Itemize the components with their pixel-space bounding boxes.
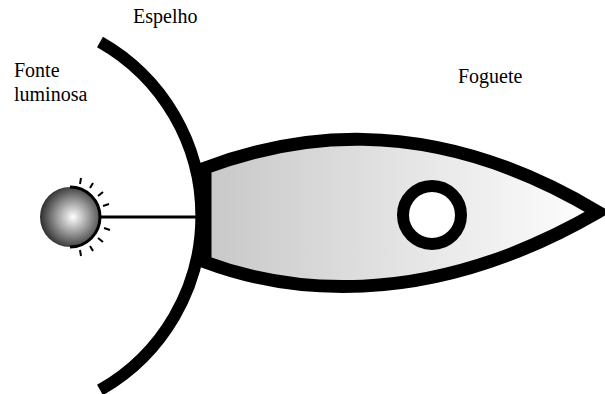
- light-source: [40, 187, 100, 247]
- light-rays: [80, 178, 110, 256]
- mirror-label: Espelho: [133, 4, 253, 28]
- curved-mirror: [100, 42, 201, 390]
- light-source-label: Fonte luminosa: [14, 58, 114, 106]
- rocket-body: [205, 139, 598, 286]
- rocket-label: Foguete: [458, 64, 588, 88]
- light-source-rim: [70, 187, 100, 247]
- support-rod: [100, 216, 205, 219]
- rocket-porthole: [403, 186, 461, 244]
